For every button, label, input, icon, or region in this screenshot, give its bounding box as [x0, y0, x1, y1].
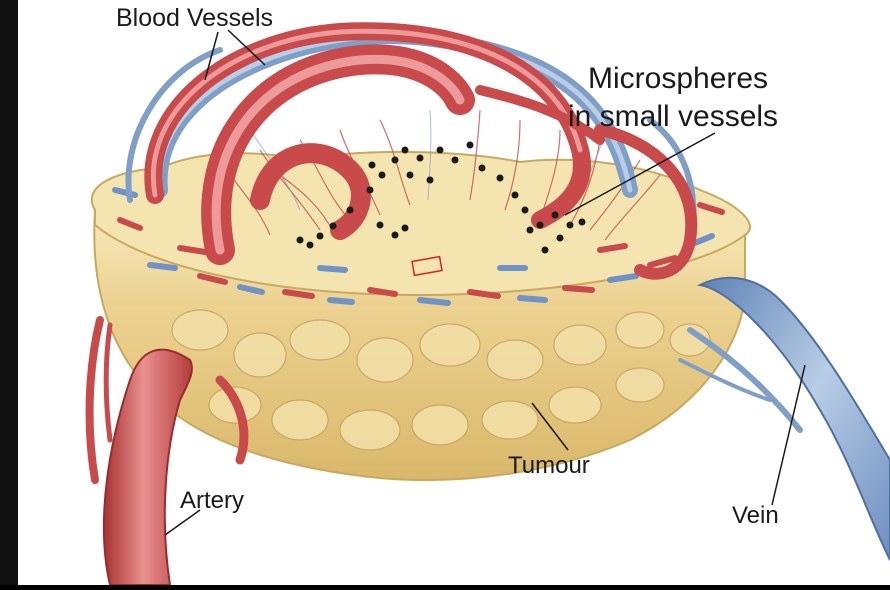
microspheres-label-line1: Microspheres: [588, 62, 768, 96]
artery-label: Artery: [180, 487, 244, 515]
microspheres-label-line2: in small vessels: [568, 100, 778, 134]
vein-label: Vein: [732, 502, 779, 530]
blood-vessels-label: Blood Vessels: [116, 4, 273, 33]
left-edge: [0, 0, 18, 585]
tumour-label: Tumour: [508, 452, 590, 480]
